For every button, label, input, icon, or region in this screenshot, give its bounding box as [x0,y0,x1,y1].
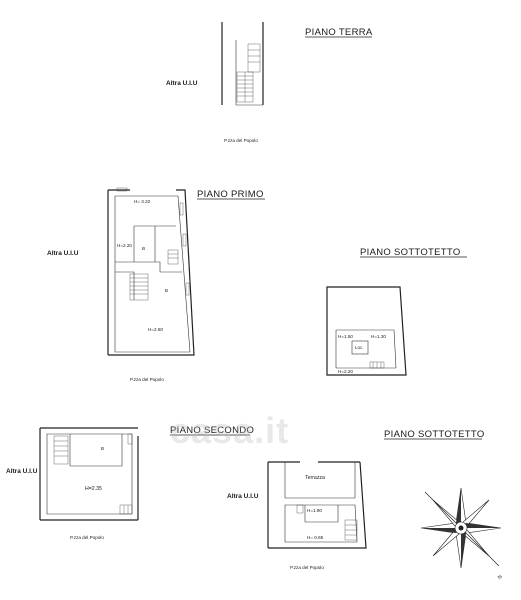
label-altra-uiu-ground: Altra U.I.U [166,80,198,87]
label-altra-uiu-bottom: Altra U.I.U [227,493,259,500]
title-attic-bottom: PIANO SOTTOTETTO [384,429,485,440]
label-piazza-bottom: P.zza del Popolo [290,565,324,570]
label-bath-first-a: B [142,246,145,251]
compass-rose-icon: N [420,487,504,581]
plan-ground-floor: PIANO TERRA Altra U.I.U P.zza del Popolo [166,22,373,143]
height-attic-130: H=1.30 [371,334,386,339]
label-altra-uiu-second: Altra U.I.U [6,468,38,475]
title-ground-floor: PIANO TERRA [305,27,373,38]
height-attic-220: H=2.20 [338,369,353,374]
plan-second-floor: PIANO SECONDO B H=2.35 Altra U.I.U P.zza… [6,425,254,540]
title-attic-right: PIANO SOTTOTETTO [360,247,461,258]
label-altra-uiu-first: Altra U.I.U [47,250,79,257]
plan-attic-bottom: PIANO SOTTOTETTO Terrazza H=1.90 H= 0.65… [227,429,485,570]
title-first-floor: PIANO PRIMO [197,189,264,200]
height-first-low: H=2.60 [148,327,163,332]
height-second: H=2.35 [85,486,102,492]
height-attic-150: H=1.50 [338,334,353,339]
height-bottom-190: H=1.90 [307,508,322,513]
plan-attic-right: PIANO SOTTOTETTO H=1.50 H=1.30 Loc. H=2.… [326,247,467,376]
title-second-floor: PIANO SECONDO [170,425,254,436]
height-bottom-065: H= 0.65 [307,535,324,540]
label-piazza-second: P.zza del Popolo [70,535,104,540]
compass-north-label: N [497,574,504,581]
height-first-top: H= 3.22 [134,199,151,204]
label-bath-second: B [101,446,104,451]
label-terrazza: Terrazza [305,475,325,481]
label-piazza-ground: P.zza del Popolo [224,138,258,143]
label-bath-first-b: B [165,288,168,293]
height-first-mid: H=2.20 [117,243,132,248]
label-piazza-first: P.zza del Popolo [130,377,164,382]
plan-first-floor: PIANO PRIMO H= 3.22 H=2.20 H=2.60 B B Al… [47,187,265,382]
label-loc: Loc. [355,345,364,350]
